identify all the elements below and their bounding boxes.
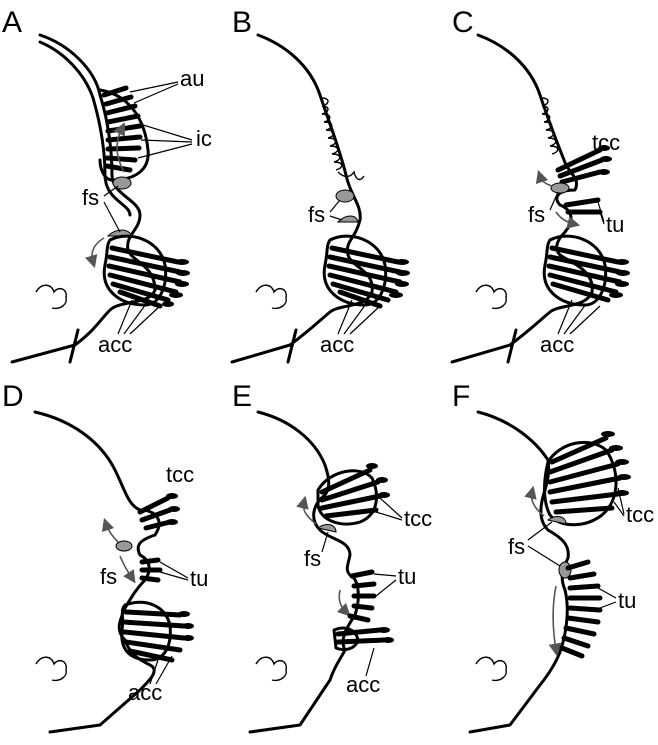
panel-b: B fs acc xyxy=(232,6,410,362)
panel-letter-e: E xyxy=(232,380,252,413)
flow-arrow xyxy=(120,556,132,578)
tcc-tufts xyxy=(366,463,390,498)
acc-bars xyxy=(124,612,184,660)
tu-bars xyxy=(566,200,600,212)
label-tu: tu xyxy=(190,566,208,591)
leader-fs xyxy=(330,200,340,212)
panel-e: E xyxy=(232,380,432,732)
body-wall-outer xyxy=(452,35,592,362)
label-tcc: tcc xyxy=(592,130,620,155)
tcc-bars xyxy=(140,498,170,528)
body-contour xyxy=(476,657,506,680)
leader-tcc xyxy=(376,512,402,520)
label-acc: acc xyxy=(346,672,380,697)
panel-letter-f: F xyxy=(452,380,470,413)
label-tu: tu xyxy=(606,212,624,237)
leader-ic xyxy=(141,140,192,142)
panel-letter-b: B xyxy=(232,6,252,39)
tu-bars xyxy=(142,560,160,580)
label-tu: tu xyxy=(618,588,636,613)
leader-fs xyxy=(104,202,120,232)
fs-blob xyxy=(116,541,132,551)
label-ic: ic xyxy=(196,126,212,151)
label-acc: acc xyxy=(540,332,574,357)
panel-d: D xyxy=(2,380,208,732)
label-tcc: tcc xyxy=(166,462,194,487)
leader-tu xyxy=(374,574,396,576)
label-tcc: tcc xyxy=(404,506,432,531)
label-fs: fs xyxy=(82,185,99,210)
body-contour xyxy=(256,657,286,680)
label-acc: acc xyxy=(128,680,162,705)
leader-fs xyxy=(528,546,560,566)
panel-letter-d: D xyxy=(2,380,24,413)
label-tcc: tcc xyxy=(626,502,654,527)
panel-letter-c: C xyxy=(452,6,474,39)
folded-fringe xyxy=(338,172,364,179)
label-fs: fs xyxy=(528,202,545,227)
fs-blob xyxy=(336,190,354,202)
body-contour xyxy=(36,657,66,680)
label-fs: fs xyxy=(508,534,525,559)
fs-blob xyxy=(338,216,358,222)
fs-blob xyxy=(551,183,569,193)
label-acc: acc xyxy=(98,332,132,357)
panel-a: A xyxy=(2,6,212,362)
body-wall-outer xyxy=(250,412,358,732)
label-acc: acc xyxy=(320,332,354,357)
label-au: au xyxy=(180,66,204,91)
leader-tcc xyxy=(380,498,402,518)
flow-arrow xyxy=(540,176,552,186)
label-fs: fs xyxy=(304,546,321,571)
label-fs: fs xyxy=(100,564,117,589)
body-contour xyxy=(36,285,66,308)
leader-ic xyxy=(140,124,192,140)
leader-tu xyxy=(600,602,616,608)
flow-arrow xyxy=(92,238,104,262)
body-contour xyxy=(256,285,286,308)
body-contour xyxy=(476,285,506,308)
leader-tu xyxy=(376,580,396,596)
label-tu: tu xyxy=(398,564,416,589)
leader-fs xyxy=(330,216,342,220)
panel-f: F xyxy=(452,380,654,732)
flow-arrow xyxy=(553,586,556,650)
flow-arrow xyxy=(106,524,118,542)
panel-c: C xyxy=(452,6,630,362)
label-fs: fs xyxy=(308,202,325,227)
tcc-tufts xyxy=(166,493,180,525)
panel-letter-a: A xyxy=(2,6,22,39)
flow-arrow xyxy=(339,590,346,612)
